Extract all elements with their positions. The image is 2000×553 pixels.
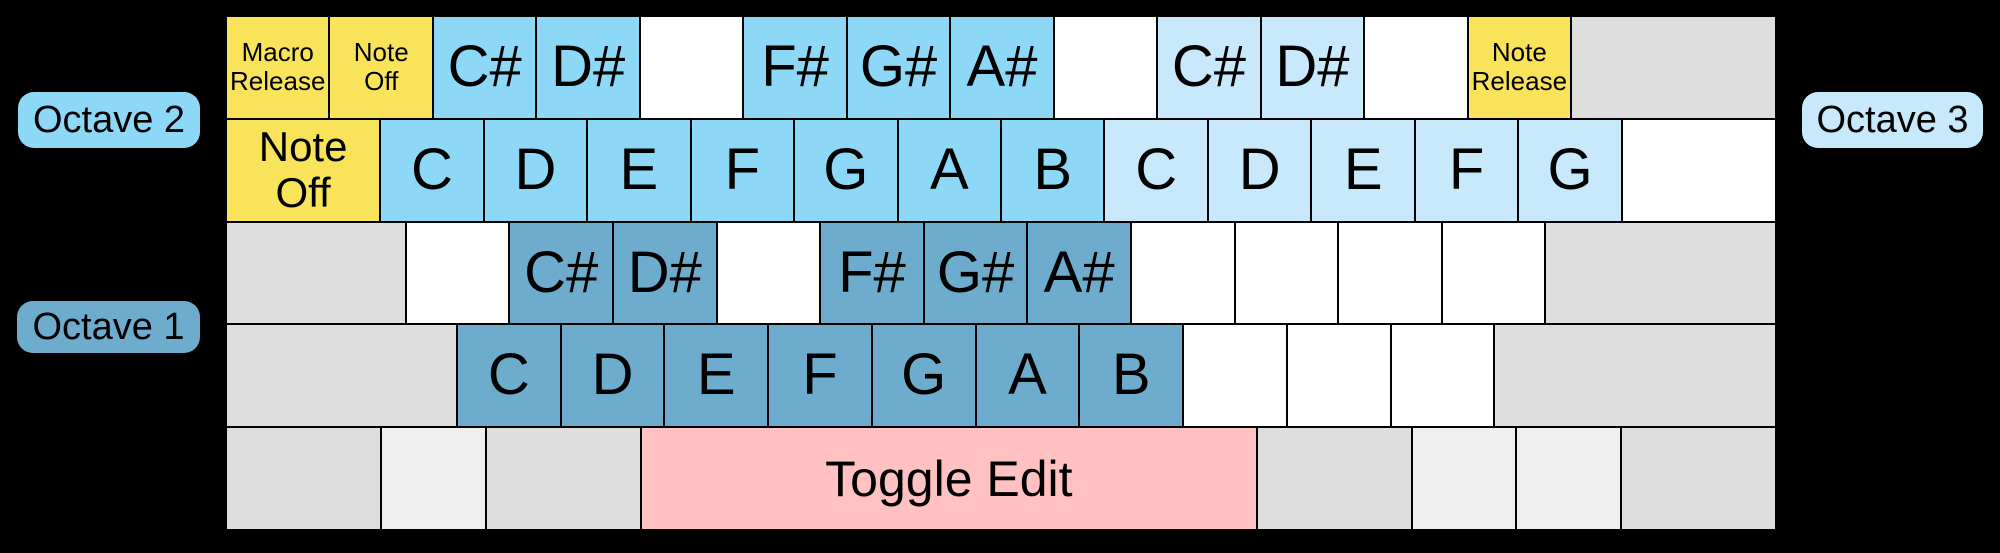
key-unmapped[interactable]	[1338, 221, 1442, 325]
key-gsharp-octave1[interactable]: G#	[923, 221, 1028, 325]
key-unmapped[interactable]	[1621, 118, 1777, 222]
key-toggle-edit[interactable]: Toggle Edit	[641, 427, 1257, 530]
key-unmapped[interactable]	[1390, 324, 1495, 428]
key-note-off-number-row[interactable]: Note Off	[329, 16, 433, 119]
key-c-octave2[interactable]: C	[380, 118, 484, 222]
key-b-octave1[interactable]: B	[1079, 324, 1184, 428]
key-backspace-unused[interactable]	[1571, 16, 1777, 119]
key-unmapped[interactable]	[1441, 221, 1546, 325]
key-f-octave2[interactable]: F	[690, 118, 795, 222]
key-right-shift-unused[interactable]	[1494, 324, 1777, 428]
key-csharp-octave2[interactable]: C#	[432, 16, 537, 119]
key-left-shift-unused[interactable]	[226, 324, 457, 428]
key-fsharp-octave2[interactable]: F#	[743, 16, 847, 119]
key-e-octave3[interactable]: E	[1311, 118, 1415, 222]
key-asharp-octave1[interactable]: A#	[1027, 221, 1131, 325]
key-note-off-tab[interactable]: Note Off	[226, 118, 381, 222]
key-g-octave2[interactable]: G	[794, 118, 898, 222]
key-csharp-octave1[interactable]: C#	[509, 221, 613, 325]
key-menu-unused[interactable]	[1516, 427, 1621, 530]
key-left-ctrl-unused[interactable]	[226, 427, 382, 530]
octave-2-badge: Octave 2	[18, 92, 200, 148]
key-g-octave1[interactable]: G	[871, 324, 976, 428]
key-enter-unused[interactable]	[1545, 221, 1776, 325]
key-asharp-octave2[interactable]: A#	[950, 16, 1054, 119]
key-a-octave2[interactable]: A	[897, 118, 1002, 222]
key-right-ctrl-unused[interactable]	[1620, 427, 1777, 530]
key-unmapped[interactable]	[716, 221, 821, 325]
key-unmapped[interactable]	[639, 16, 744, 119]
key-right-alt-unused[interactable]	[1256, 427, 1413, 530]
key-b-octave2[interactable]: B	[1001, 118, 1105, 222]
key-csharp-octave3[interactable]: C#	[1157, 16, 1261, 119]
key-unmapped[interactable]	[1364, 16, 1468, 119]
key-e-octave1[interactable]: E	[664, 324, 769, 428]
key-dsharp-octave2[interactable]: D#	[536, 16, 640, 119]
key-c-octave3[interactable]: C	[1104, 118, 1208, 222]
keyboard-row-3: C#D# F#G#A#	[226, 221, 1776, 325]
key-dsharp-octave3[interactable]: D#	[1260, 16, 1365, 119]
key-e-octave2[interactable]: E	[587, 118, 691, 222]
key-unmapped[interactable]	[1286, 324, 1391, 428]
key-c-octave1[interactable]: C	[456, 324, 561, 428]
key-unmapped[interactable]	[405, 221, 510, 325]
key-right-win-unused[interactable]	[1412, 427, 1517, 530]
key-a-octave1[interactable]: A	[975, 324, 1080, 428]
key-gsharp-octave2[interactable]: G#	[846, 16, 951, 119]
octave-1-badge: Octave 1	[17, 301, 200, 353]
key-left-alt-unused[interactable]	[485, 427, 642, 530]
key-unmapped[interactable]	[1130, 221, 1235, 325]
key-capslock-unused[interactable]	[226, 221, 406, 325]
keyboard-row-5: Toggle Edit	[226, 427, 1777, 530]
key-unmapped[interactable]	[1234, 221, 1339, 325]
key-unmapped[interactable]	[1053, 16, 1158, 119]
key-left-win-unused[interactable]	[381, 427, 486, 530]
key-macro-release[interactable]: Macro Release	[226, 16, 330, 119]
key-unmapped[interactable]	[1183, 324, 1287, 428]
key-d-octave1[interactable]: D	[560, 324, 665, 428]
key-fsharp-octave1[interactable]: F#	[820, 221, 924, 325]
key-f-octave1[interactable]: F	[768, 324, 872, 428]
key-note-release[interactable]: Note Release	[1467, 16, 1572, 119]
octave-3-badge: Octave 3	[1802, 92, 1983, 148]
key-dsharp-octave1[interactable]: D#	[612, 221, 717, 325]
key-g-octave3[interactable]: G	[1518, 118, 1622, 222]
key-f-octave3[interactable]: F	[1414, 118, 1519, 222]
key-d-octave3[interactable]: D	[1207, 118, 1312, 222]
key-d-octave2[interactable]: D	[483, 118, 588, 222]
